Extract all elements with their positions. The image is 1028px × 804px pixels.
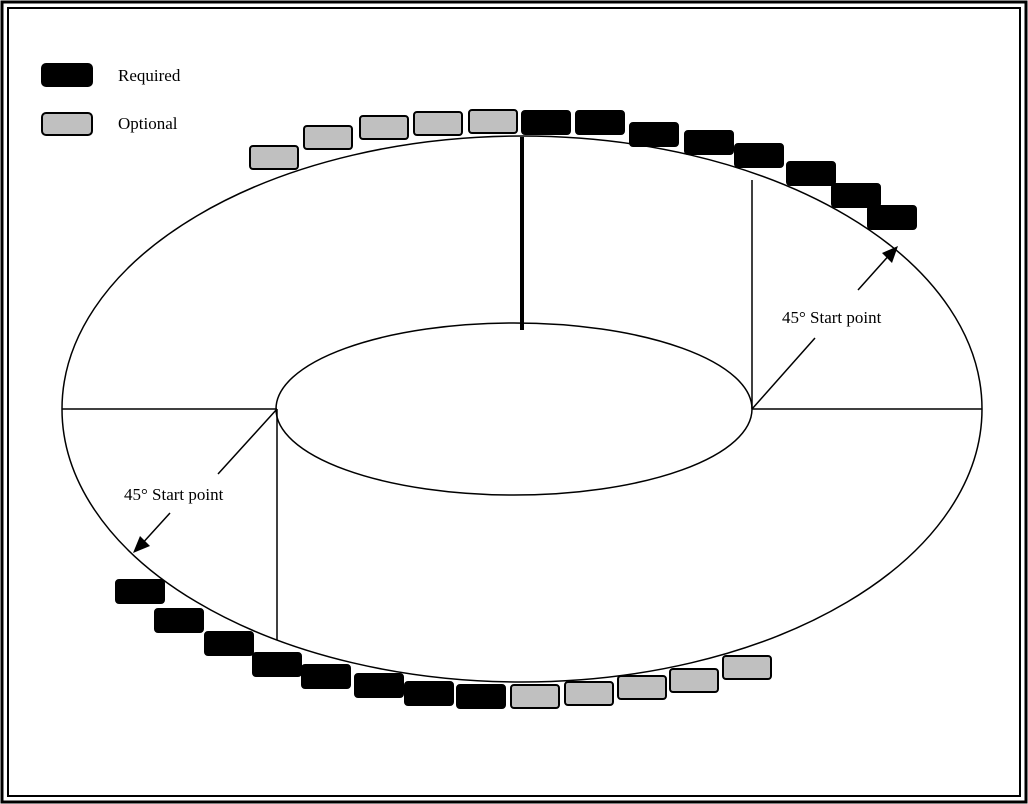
legend: Required Optional xyxy=(41,63,181,136)
top-arc-required-block xyxy=(521,110,571,135)
bottom-arc-required-block xyxy=(154,608,204,633)
left-arrow-head xyxy=(133,536,150,553)
right-diagonal-line-lower xyxy=(751,337,816,410)
bottom-arc-required-block xyxy=(204,631,254,656)
left-start-point-label: 45° Start point xyxy=(124,485,224,504)
top-arc-optional-block xyxy=(249,145,299,170)
legend-optional-swatch xyxy=(41,112,93,136)
top-arc-required-block xyxy=(831,183,881,208)
legend-required-label: Required xyxy=(118,66,181,85)
top-arc-required-block xyxy=(629,122,679,147)
legend-required-swatch xyxy=(41,63,93,87)
top-arc-required-block xyxy=(575,110,625,135)
top-arc-required-block xyxy=(786,161,836,186)
right-start-point-label: 45° Start point xyxy=(782,308,882,327)
bottom-arc-optional-block xyxy=(564,681,614,706)
top-arc-optional-block xyxy=(468,109,518,134)
right-arrow-head xyxy=(882,246,898,263)
bottom-arc-required-block xyxy=(115,579,165,604)
top-arc-required-block xyxy=(684,130,734,155)
bottom-arc-optional-block xyxy=(617,675,667,700)
bottom-arc-optional-block xyxy=(669,668,719,693)
top-arc-required-block xyxy=(867,205,917,230)
top-arc-optional-block xyxy=(359,115,409,140)
bottom-arc-required-block xyxy=(456,684,506,709)
bottom-arc-required-block xyxy=(354,673,404,698)
bottom-arc-optional-block xyxy=(510,684,560,709)
inner-ellipse xyxy=(275,322,753,496)
top-arc-optional-block xyxy=(303,125,353,150)
left-diagonal-line-lower xyxy=(139,512,171,547)
bottom-arc-required-block xyxy=(404,681,454,706)
bottom-arc-required-block xyxy=(301,664,351,689)
bottom-arc-required-block xyxy=(252,652,302,677)
right-diagonal-line-upper xyxy=(857,251,893,291)
bottom-arc-blocks xyxy=(115,579,772,709)
left-diagonal-line-upper xyxy=(217,408,278,475)
legend-optional-label: Optional xyxy=(118,114,178,133)
top-arc-optional-block xyxy=(413,111,463,136)
bottom-arc-optional-block xyxy=(722,655,772,680)
top-arc-blocks xyxy=(249,109,917,230)
top-arc-required-block xyxy=(734,143,784,168)
inner-border xyxy=(7,7,1021,797)
